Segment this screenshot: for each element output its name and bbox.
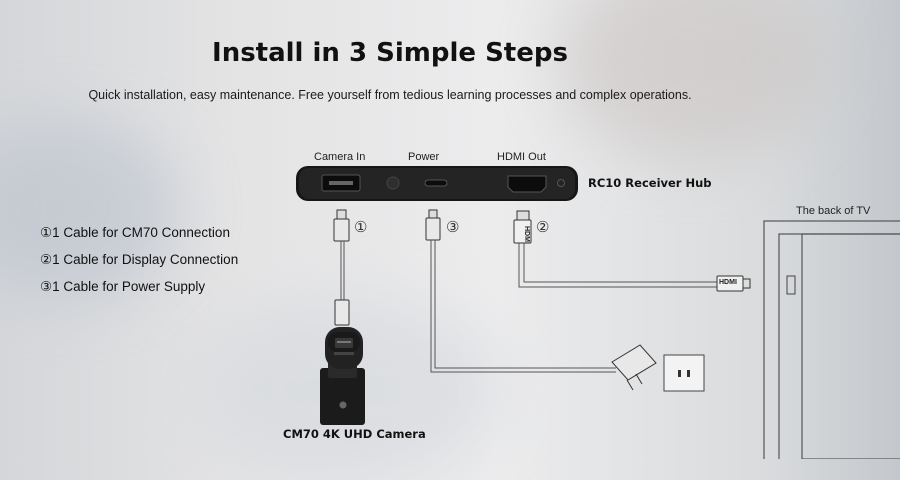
- hub-button: [386, 176, 400, 190]
- port-label-power: Power: [408, 151, 440, 163]
- hdmi-plug-label: HDMI: [523, 226, 530, 244]
- camera-cable: [333, 209, 350, 326]
- camera-device: [320, 327, 365, 425]
- usb-c-port: [424, 179, 448, 187]
- port-label-hdmi-out: HDMI Out: [497, 151, 546, 163]
- wall-outlet: [663, 354, 705, 392]
- cable-number-camera: ①: [354, 219, 368, 236]
- cable-number-hdmi: ②: [536, 219, 550, 236]
- page-title: Install in 3 Simple Steps: [212, 38, 568, 68]
- power-adapter: [611, 344, 657, 391]
- page-subtitle: Quick installation, easy maintenance. Fr…: [88, 88, 692, 102]
- step-item-camera-connection: ①1 Cable for CM70 Connection: [40, 225, 230, 240]
- tv-back-outline: [763, 220, 900, 459]
- hdmi-port: [507, 175, 547, 193]
- cable-number-power: ③: [446, 219, 460, 236]
- tv-back-label: The back of TV: [796, 205, 871, 217]
- installation-diagram: [296, 166, 900, 459]
- receiver-hub-device: [296, 166, 578, 201]
- hub-name-label: RC10 Receiver Hub: [588, 176, 712, 190]
- background-blur: [0, 120, 180, 300]
- camera-name-label: CM70 4K UHD Camera: [283, 427, 426, 441]
- tv-hdmi-port: [786, 275, 796, 295]
- steps-list: ①1 Cable for CM70 Connection ②1 Cable fo…: [40, 224, 238, 305]
- hdmi-plug-label-tv: HDMI: [719, 279, 737, 286]
- step-item-power-supply: ③1 Cable for Power Supply: [40, 279, 206, 294]
- port-label-camera-in: Camera In: [314, 151, 366, 163]
- step-item-display-connection: ②1 Cable for Display Connection: [40, 252, 239, 267]
- power-cable: [425, 209, 616, 373]
- hdmi-cable: [513, 210, 751, 292]
- background-blur: [560, 0, 820, 160]
